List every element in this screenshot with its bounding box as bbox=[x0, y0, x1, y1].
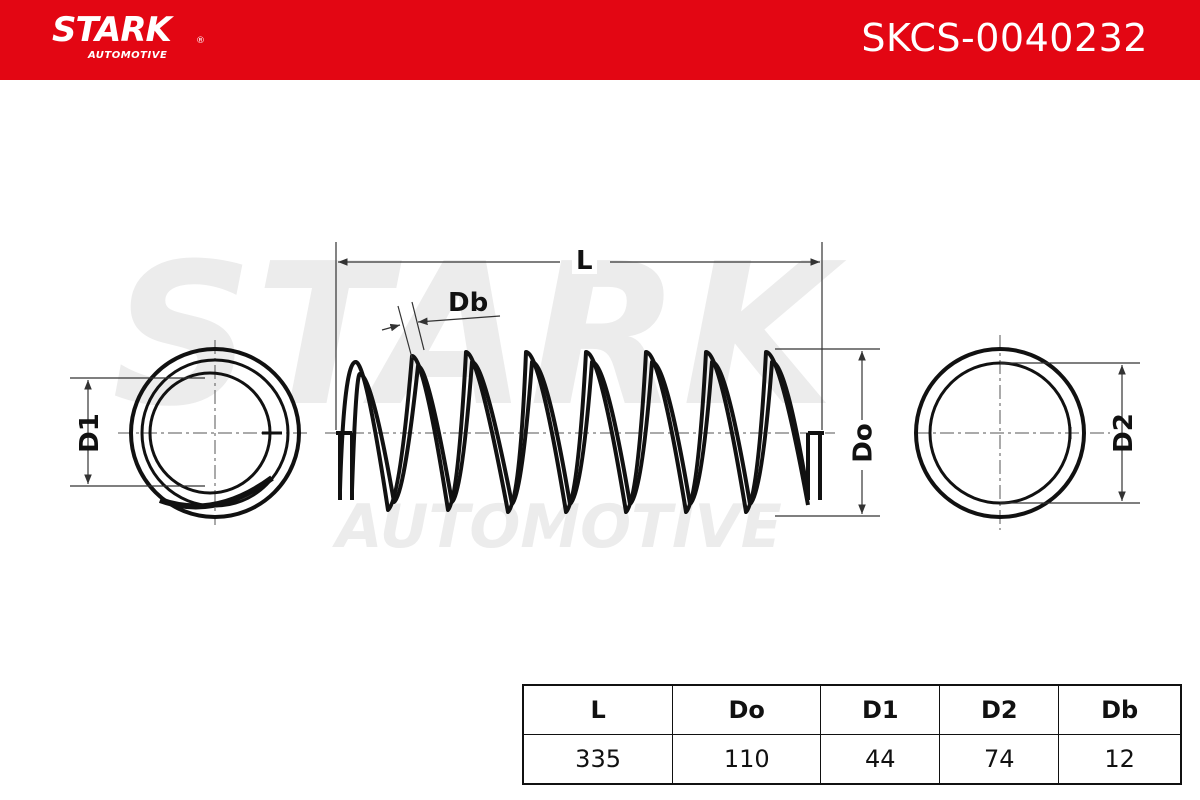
spec-value-cell: 110 bbox=[672, 734, 822, 785]
spec-value-cell: 74 bbox=[939, 734, 1060, 785]
spec-header-cell: Db bbox=[1058, 684, 1182, 735]
spec-header-cell: L bbox=[522, 684, 674, 735]
label-do: Do bbox=[848, 423, 879, 463]
spec-value-cell: 44 bbox=[820, 734, 941, 785]
dimension-d1 bbox=[70, 377, 205, 487]
dimension-do bbox=[775, 348, 880, 517]
spec-header-cell: D1 bbox=[820, 684, 941, 735]
spec-table: L Do D1 D2 Db 335 110 44 74 12 bbox=[522, 684, 1182, 785]
right-end-view bbox=[914, 335, 1110, 530]
label-l: L bbox=[572, 248, 597, 274]
label-db: Db bbox=[448, 288, 489, 318]
dimension-db bbox=[381, 301, 501, 359]
spec-value-cell: 335 bbox=[522, 734, 674, 785]
brand-logo-name: STARK bbox=[52, 10, 172, 50]
spec-header-row: L Do D1 D2 Db bbox=[522, 684, 1182, 735]
dimension-d2 bbox=[1000, 362, 1140, 504]
spec-value-cell: 12 bbox=[1058, 734, 1182, 785]
header-bar: STARK ® AUTOMOTIVE SKCS-0040232 bbox=[0, 0, 1200, 80]
spec-value-row: 335 110 44 74 12 bbox=[522, 734, 1182, 785]
label-d1: D1 bbox=[74, 413, 105, 453]
spring-side-view bbox=[325, 350, 835, 514]
brand-logo-subtitle: AUTOMOTIVE bbox=[88, 50, 168, 61]
left-end-view bbox=[118, 340, 310, 525]
watermark-main: STARK bbox=[112, 222, 837, 450]
dimension-l bbox=[335, 242, 823, 430]
brand-registered-mark: ® bbox=[196, 36, 205, 46]
label-d2: D2 bbox=[1108, 413, 1139, 453]
part-code: SKCS-0040232 bbox=[861, 16, 1148, 60]
watermark-sub: AUTOMOTIVE bbox=[336, 492, 782, 562]
spec-header-cell: Do bbox=[672, 684, 822, 735]
spec-header-cell: D2 bbox=[939, 684, 1060, 735]
